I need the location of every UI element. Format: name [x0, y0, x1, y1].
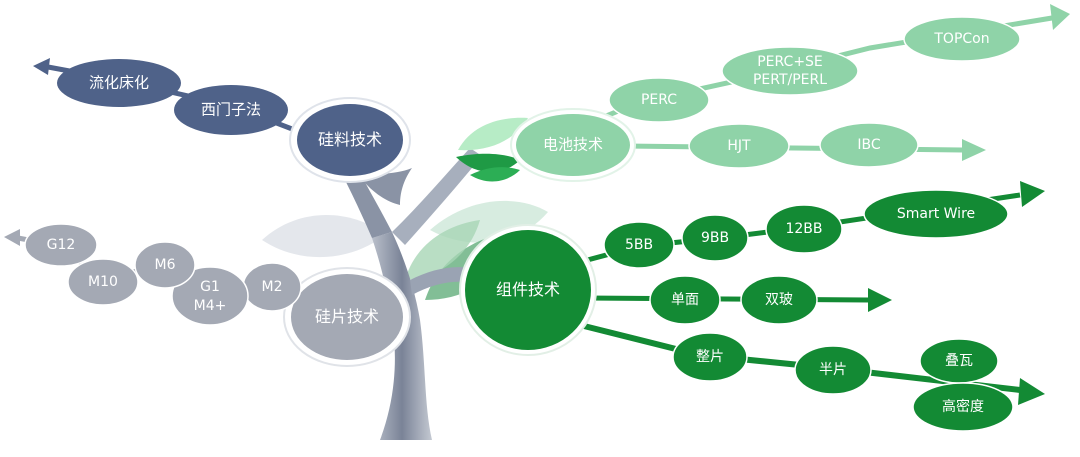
node-9bb: 9BB: [701, 230, 729, 246]
node-g1: G1: [200, 279, 220, 295]
hub-cell: 电池技术: [543, 136, 603, 153]
node-5bb: 5BB: [625, 237, 653, 253]
node-m10: M10: [88, 274, 118, 290]
node-double-glass: 双玻: [765, 292, 793, 308]
node-hjt: HJT: [727, 138, 750, 154]
node-m6: M6: [155, 257, 176, 273]
node-monofacial: 单面: [671, 292, 699, 308]
hub-silicon-material: 硅料技术: [318, 131, 382, 149]
node-12bb: 12BB: [785, 221, 822, 237]
node-ibc: IBC: [857, 137, 880, 153]
node-g12: G12: [47, 237, 76, 253]
node-perc: PERC: [641, 92, 677, 108]
node-fluidized-bed: 流化床化: [89, 74, 149, 91]
node-m4-plus: M4+: [194, 298, 227, 314]
node-shingled: 叠瓦: [945, 353, 973, 369]
hub-module: 组件技术: [496, 281, 560, 299]
node-half-cell: 半片: [819, 362, 847, 378]
node-siemens-process: 西门子法: [201, 101, 261, 118]
node-full-cell: 整片: [696, 349, 724, 365]
node-m2: M2: [262, 279, 283, 295]
node-pert-perl: PERT/PERL: [753, 72, 827, 88]
node-perc-se: PERC+SE: [757, 54, 823, 70]
module-nodes: [460, 190, 1013, 431]
hub-wafer: 硅片技术: [315, 308, 379, 326]
node-smart-wire: Smart Wire: [897, 206, 975, 222]
node-high-density: 高密度: [942, 399, 984, 415]
node-topcon: TOPCon: [934, 31, 989, 47]
